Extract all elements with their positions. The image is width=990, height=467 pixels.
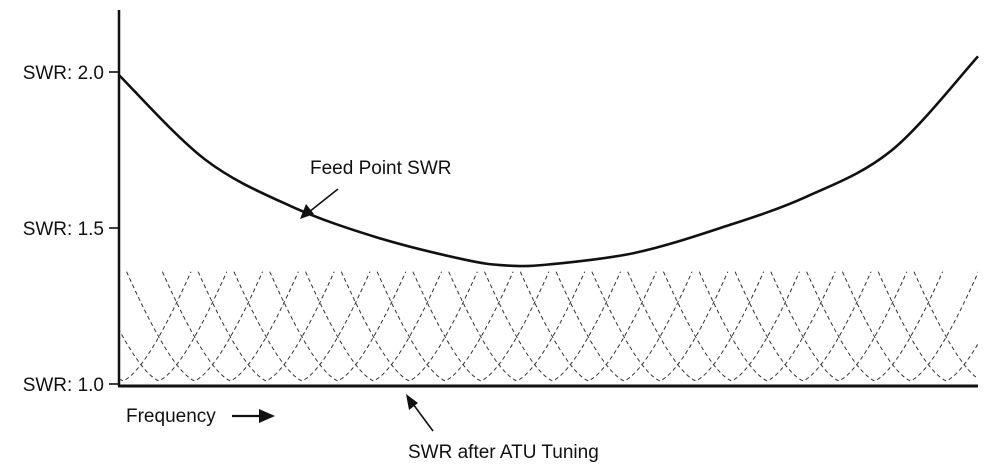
atu-tuned-curve <box>197 271 335 382</box>
atu-tuned-curve <box>806 271 944 382</box>
atu-tuned-curve <box>519 271 657 382</box>
y-tick-label: SWR: 2.0 <box>23 63 104 84</box>
atu-tuned-curve <box>412 271 550 382</box>
atu-arrow-icon <box>406 394 418 410</box>
frequency-arrow-icon <box>259 409 275 423</box>
atu-tuned-curve <box>126 271 264 382</box>
atu-tuned-curve <box>161 271 299 382</box>
atu-tuned-curve <box>120 271 192 382</box>
atu-tuned-curve <box>770 271 908 382</box>
atu-tuned-curve <box>591 271 729 382</box>
atu-tuned-curve <box>120 271 228 382</box>
y-tick-label: SWR: 1.0 <box>23 375 104 396</box>
atu-tuned-curve <box>627 271 765 382</box>
atu-arrow-shaft <box>412 403 434 432</box>
atu-tuned-curve <box>269 271 407 382</box>
atu-tuned-curve <box>233 271 371 382</box>
atu-curves <box>120 271 978 382</box>
atu-tuned-curve <box>448 271 586 382</box>
atu-tuned-curve <box>484 271 621 382</box>
atu-annotation: SWR after ATU Tuning <box>408 442 599 463</box>
atu-tuned-curve <box>841 271 978 382</box>
atu-tuned-curve <box>913 271 978 380</box>
atu-tuned-curve <box>305 271 443 382</box>
atu-tuned-curve <box>555 271 693 382</box>
atu-tuned-curve <box>662 271 800 382</box>
x-axis-label: Frequency <box>126 406 216 427</box>
feed-point-arrow-icon <box>300 204 314 219</box>
atu-tuned-curve <box>376 271 514 382</box>
feed-point-swr-line <box>118 55 979 268</box>
atu-tuned-curve <box>340 271 478 382</box>
feed-point-arrow-shaft <box>308 188 339 213</box>
atu-tuned-curve <box>877 271 978 382</box>
feed-point-annotation: Feed Point SWR <box>310 158 452 179</box>
atu-tuned-curve <box>698 271 836 382</box>
y-tick-label: SWR: 1.5 <box>23 219 104 240</box>
atu-tuned-curve <box>734 271 872 382</box>
